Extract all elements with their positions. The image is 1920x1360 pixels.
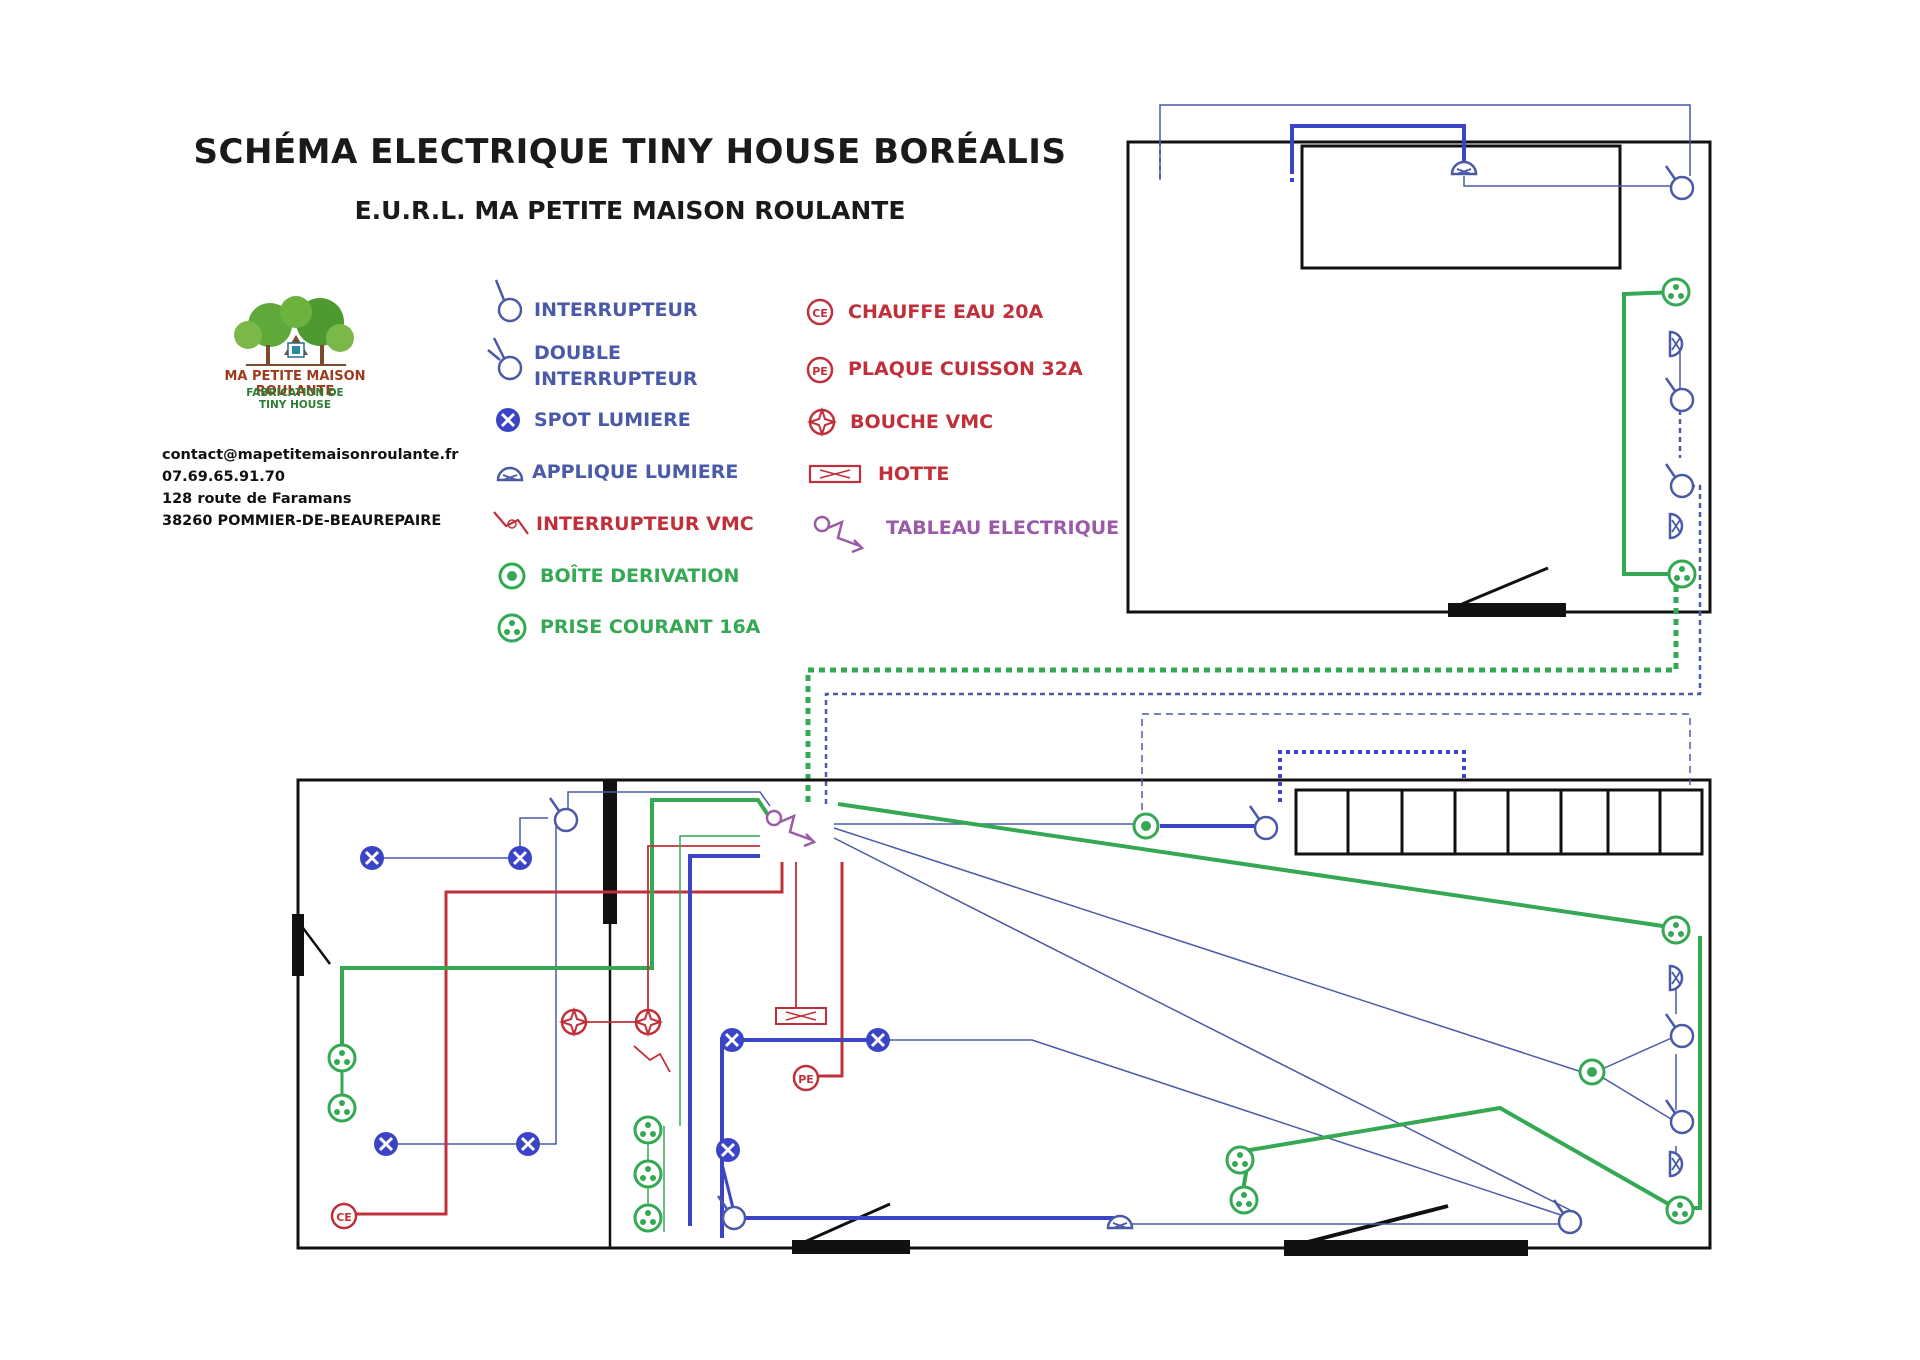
- legend-interrupteur-icon: [494, 279, 523, 323]
- logo-name: MA PETITE MAISON ROULANTE: [224, 369, 366, 399]
- plan-upper-floor: [805, 104, 1712, 806]
- boite-derivation-icon: [1578, 1058, 1606, 1086]
- legend-interrupteur-label: INTERRUPTEUR: [534, 299, 698, 321]
- legend-bouche-vmc-label: BOUCHE VMC: [850, 411, 994, 433]
- page-subtitle: E.U.R.L. MA PETITE MAISON ROULANTE: [354, 196, 906, 225]
- legend-applique-label: APPLIQUE LUMIERE: [532, 461, 739, 483]
- bouche-vmc-icon: [634, 1008, 662, 1036]
- applique-icon: [1450, 160, 1478, 176]
- switch-icon: [548, 796, 579, 833]
- spot-icon: [358, 844, 386, 872]
- contact-phone: 07.69.65.91.70: [162, 469, 285, 485]
- prise-icon: [327, 1093, 357, 1123]
- prise-icon: [633, 1115, 663, 1145]
- legend-plaque-label: PLAQUE CUISSON 32A: [848, 358, 1083, 380]
- logo-sub-line-1: FABRICATION DE: [246, 387, 344, 399]
- legend-plaque-cuisson-icon: PE: [806, 356, 834, 384]
- plan-ground-floor: [292, 713, 1712, 1256]
- prise-icon: [633, 1159, 663, 1189]
- legend-hotte-icon: [808, 464, 862, 484]
- legend-double-label-1: DOUBLE: [534, 342, 621, 364]
- spot-icon: [718, 1026, 746, 1054]
- legend-tableau-label: TABLEAU ELECTRIQUE: [886, 517, 1120, 539]
- page-title: SCHÉMA ELECTRIQUE TINY HOUSE BORÉALIS: [193, 132, 1067, 172]
- prise-icon: [633, 1203, 663, 1233]
- applique-icon: [1668, 964, 1684, 992]
- switch-icon: [1664, 1098, 1695, 1135]
- contact-address-line-2: 38260 POMMIER-DE-BEAUREPAIRE: [162, 513, 442, 529]
- svg-text:PE: PE: [812, 365, 828, 378]
- legend-tableau-electrique-icon: [813, 515, 865, 554]
- logo-tree-icon: [234, 296, 354, 366]
- legend-spot-icon: [494, 406, 522, 434]
- applique-icon: [1668, 512, 1684, 540]
- logo-subtitle: FABRICATION DE TINY HOUSE: [190, 387, 400, 411]
- legend-interrupteur-vmc-label: INTERRUPTEUR VMC: [536, 513, 754, 535]
- svg-text:CE: CE: [336, 1211, 352, 1224]
- legend-prise-label: PRISE COURANT 16A: [540, 616, 761, 638]
- legend-bouche-vmc-icon: [808, 408, 836, 436]
- boite-derivation-icon: [1132, 812, 1160, 840]
- prise-icon: [1225, 1145, 1255, 1175]
- logo-sub-line-2: TINY HOUSE: [258, 399, 332, 411]
- svg-text:CE: CE: [812, 307, 828, 320]
- legend-interrupteur-vmc-icon: [493, 511, 529, 535]
- applique-icon: [1106, 1214, 1134, 1230]
- spot-icon: [506, 844, 534, 872]
- switch-icon: [1552, 1198, 1583, 1235]
- prise-icon: [1229, 1185, 1259, 1215]
- plaque-cuisson-symbol: PE: [792, 1064, 820, 1092]
- legend-chauffe-eau-icon: CE: [806, 298, 834, 326]
- prise-icon: [1665, 1195, 1695, 1225]
- contact-email: contact@mapetitemaisonroulante.fr: [162, 447, 459, 463]
- legend-double-interrupteur-icon: [487, 337, 523, 381]
- switch-icon: [1664, 462, 1695, 499]
- spot-icon: [372, 1130, 400, 1158]
- switch-icon: [1664, 164, 1695, 201]
- applique-icon: [1668, 1150, 1684, 1178]
- contact-block: contact@mapetitemaisonroulante.fr 07.69.…: [162, 444, 458, 532]
- prise-icon: [327, 1043, 357, 1073]
- spot-icon: [864, 1026, 892, 1054]
- legend-double-label-2: INTERRUPTEUR: [534, 368, 698, 390]
- applique-icon: [1668, 330, 1684, 358]
- prise-icon: [1667, 559, 1697, 589]
- chauffe-eau-symbol: CE: [330, 1202, 358, 1230]
- svg-text:PE: PE: [798, 1073, 814, 1086]
- spot-icon: [714, 1136, 742, 1164]
- bouche-vmc-icon: [560, 1008, 588, 1036]
- contact-address-line-1: 128 route de Faramans: [162, 491, 352, 507]
- legend-prise-icon: [497, 613, 527, 643]
- legend-boite-label: BOÎTE DERIVATION: [540, 565, 740, 587]
- legend-chauffe-eau-label: CHAUFFE EAU 20A: [848, 301, 1044, 323]
- prise-icon: [1661, 915, 1691, 945]
- switch-icon: [1248, 804, 1279, 841]
- legend-boite-icon: [498, 562, 526, 590]
- tableau-electrique-icon: [765, 809, 817, 848]
- switch-icon: [1664, 1012, 1695, 1049]
- spot-icon: [514, 1130, 542, 1158]
- legend-hotte-label: HOTTE: [878, 463, 950, 485]
- legend-spot-label: SPOT LUMIERE: [534, 409, 691, 431]
- prise-icon: [1661, 277, 1691, 307]
- legend-applique-icon: [496, 466, 524, 482]
